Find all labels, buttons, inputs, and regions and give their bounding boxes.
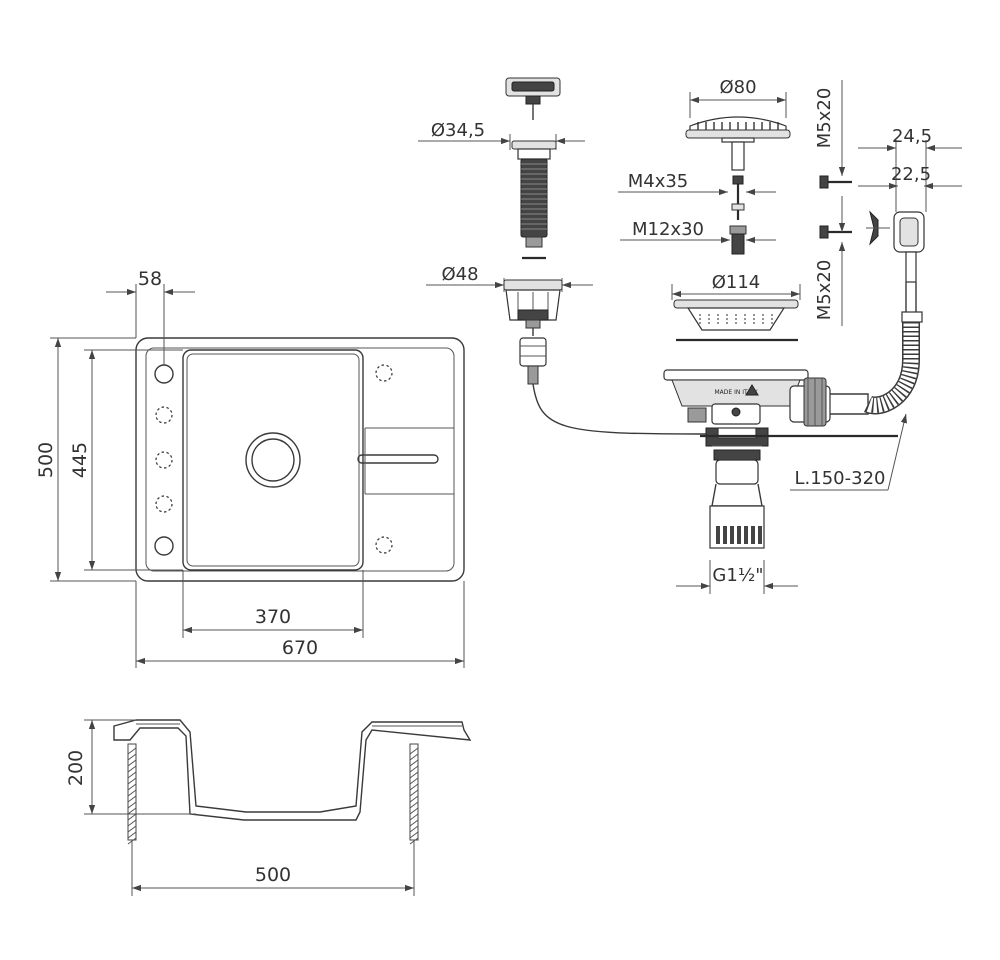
wall-hatch — [409, 807, 419, 815]
screw-m4 — [731, 175, 745, 220]
outlet-rib — [730, 526, 734, 544]
wall-hatch — [127, 789, 137, 797]
tap-hole-knockout — [375, 536, 393, 554]
dim-bowl-depth: 445 — [69, 442, 91, 478]
sink-outer-outline — [135, 337, 465, 582]
wall-hatch — [409, 831, 419, 839]
sink-section-profile — [113, 719, 472, 821]
overflow-cable — [532, 383, 706, 435]
sink-inner-outline — [145, 347, 455, 572]
tap-hole — [154, 364, 174, 384]
screw-m5-top-label: M5x20 — [814, 88, 835, 149]
outlet-rib — [751, 526, 755, 544]
hose-length: L.150-320 — [795, 468, 886, 489]
outlet-rib — [716, 526, 720, 544]
wall-hatch — [409, 789, 419, 797]
wall-hatch — [409, 825, 419, 833]
wall-hatch — [127, 777, 137, 785]
strainer-plug — [685, 116, 791, 171]
strainer-basket — [673, 299, 799, 342]
drain-body: MADE IN ITALY — [663, 369, 809, 447]
overflow-button — [505, 77, 561, 120]
wall-hatch — [127, 807, 137, 815]
wall-hatch — [409, 801, 419, 809]
dim-overall-width: 670 — [282, 637, 318, 659]
overflow-cap-diameter: Ø34,5 — [431, 120, 485, 141]
dim-hole-offset: 58 — [138, 268, 162, 290]
wall-hatch — [409, 759, 419, 767]
trap-outlet — [709, 449, 765, 549]
drain-outer — [245, 432, 301, 488]
drain-overflow-arm — [789, 377, 869, 427]
wall-hatch — [127, 825, 137, 833]
wall-hatch — [409, 819, 419, 827]
outlet-rib — [744, 526, 748, 544]
top-view: 58 500 445 370 670 — [35, 268, 465, 668]
strainer-plug-diameter: Ø80 — [719, 77, 756, 98]
tap-hole-knockout — [155, 406, 173, 424]
overflow-width-outer: 24,5 — [892, 126, 932, 147]
screw-m5-bottom-label: M5x20 — [814, 260, 835, 321]
wall-hatch — [409, 783, 419, 791]
side-view: 200 500 — [65, 719, 472, 896]
screw-m12-label: M12x30 — [632, 219, 704, 240]
bowl-outline — [182, 349, 364, 571]
bowl-inner-outline — [186, 353, 360, 567]
wall-hatch — [409, 771, 419, 779]
strainer-diameter: Ø114 — [712, 272, 761, 293]
dim-bowl-width: 370 — [255, 606, 291, 628]
wall-hatch — [409, 795, 419, 803]
wall-hatch — [127, 771, 137, 779]
outlet-rib — [758, 526, 762, 544]
screw-m12 — [729, 225, 747, 255]
wall-hatch — [127, 831, 137, 839]
outlet-rib — [723, 526, 727, 544]
overflow-body-diameter: Ø48 — [441, 264, 478, 285]
wall-hatch — [127, 795, 137, 803]
screw-m5-bottom — [819, 225, 852, 239]
tap-hole-knockout — [155, 451, 173, 469]
drain-components: Ø34,5 Ø48 — [418, 77, 962, 594]
overflow-spindle — [511, 140, 557, 260]
tap-hole — [154, 536, 174, 556]
wall-hatch — [127, 759, 137, 767]
wall-hatch — [127, 747, 137, 755]
stamp-text: MADE IN ITALY — [714, 389, 757, 396]
outlet-rib — [737, 526, 741, 544]
wall-hatch — [127, 753, 137, 761]
tap-hole-knockout — [375, 364, 393, 382]
dim-overall-depth: 500 — [35, 442, 57, 478]
tap-hole-knockout — [155, 495, 173, 513]
wall-hatch — [127, 783, 137, 791]
dim-cabinet-width: 500 — [255, 864, 291, 886]
wall-hatch — [127, 819, 137, 827]
thread-size: G1½" — [712, 565, 763, 586]
wall-hatch — [127, 801, 137, 809]
dim-height: 200 — [65, 750, 87, 786]
screw-m5-top — [819, 175, 852, 189]
overflow-housing — [503, 279, 563, 385]
wall-hatch — [409, 813, 419, 821]
wall-hatch — [409, 777, 419, 785]
wall-hatch — [409, 747, 419, 755]
screw-m4-label: M4x35 — [628, 171, 689, 192]
overflow-slot — [357, 454, 439, 464]
overflow-width-inner: 22,5 — [891, 164, 931, 185]
overflow-fitting — [866, 210, 925, 283]
wall-hatch — [409, 753, 419, 761]
wall-hatch — [409, 765, 419, 773]
drain-inner — [251, 438, 295, 482]
wall-hatch — [127, 813, 137, 821]
wall-hatch — [127, 765, 137, 773]
flexible-hose — [863, 282, 923, 415]
